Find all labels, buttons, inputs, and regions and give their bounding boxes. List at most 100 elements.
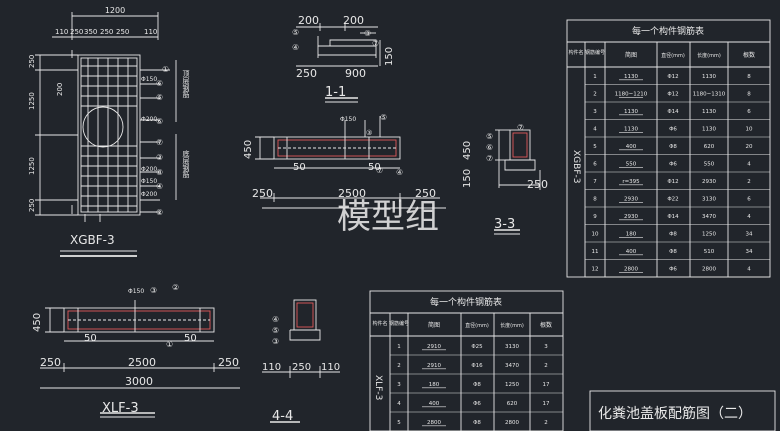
xgbf-side-label: 200 [56, 83, 64, 96]
table-bottom-row-len: 1250 [505, 382, 519, 388]
xgbf-tag-7: ④ [156, 182, 163, 191]
sec33-dim-0: 450 [462, 141, 473, 160]
section-4-4 [262, 299, 340, 423]
xgbf-tag-0: ① [162, 65, 169, 74]
xgbf-tag-3: ⑥ [156, 117, 163, 126]
xlf-note-3: ① [166, 340, 173, 349]
beam-note-1: ③ [366, 129, 372, 137]
xlf-side-dim: 450 [32, 313, 43, 332]
xlf-bottom-dim-1: 2500 [128, 356, 156, 369]
table-bottom-row-no: 1 [397, 344, 401, 350]
beam-bottom-dim-2: 250 [415, 187, 436, 200]
sec33-dim-1: 150 [462, 169, 473, 188]
sec44-dim-0: 110 [262, 362, 281, 373]
table-right-row-no: 5 [593, 144, 597, 150]
table-right-row-len: 3130 [702, 196, 716, 202]
table-right-component: XGBF-3 [571, 150, 581, 183]
table-right-row-dia: Φ14 [667, 109, 679, 115]
sec11-dim-top-0: 200 [298, 14, 319, 27]
sec33-title: 3-3 [494, 217, 515, 232]
table-bottom-row-no: 3 [397, 382, 401, 388]
table-right-row-count: 34 [746, 231, 753, 237]
table-right-row-dia: Φ8 [669, 231, 677, 237]
table-right-row-shape: r=395 [622, 179, 640, 185]
sec11-tag-0: ⑤ [292, 28, 299, 37]
beam-note-0: Φ150 [340, 116, 356, 123]
table-right-row-len: 550 [704, 161, 715, 167]
xgbf-note-0: Φ150 [141, 76, 157, 83]
table-right-row-count: 8 [747, 74, 751, 80]
beam-tag-1: ⑦ [376, 166, 383, 175]
table-bottom-h1: 钢筋编号 [389, 320, 409, 327]
table-right-row-len: 3470 [702, 214, 716, 220]
table-right-row-dia: Φ8 [669, 144, 677, 150]
table-right-row-shape: 2930 [624, 196, 638, 202]
table-right-row-shape: 1130 [624, 109, 638, 115]
table-right-h3: 直径(mm) [661, 52, 685, 59]
table-right-row-dia: Φ12 [667, 179, 678, 185]
beam-dim-left: 50 [293, 162, 306, 173]
xgbf-side-0: 250 [28, 55, 36, 68]
table-right-row-len: 1180~1310 [693, 91, 726, 97]
table-right-row-shape: 400 [626, 144, 637, 150]
watermark: 模型组 [337, 197, 439, 237]
table-right-row-shape: 1130 [624, 126, 638, 132]
beam-tag-0: ⑤ [380, 113, 387, 122]
table-right-row-len: 1250 [702, 231, 716, 237]
sec11-title: 1-1 [325, 85, 346, 100]
table-right-row-count: 4 [747, 214, 751, 220]
sec11-dim-top-1: 200 [343, 14, 364, 27]
table-right-row-len: 2930 [702, 179, 716, 185]
table-right-row-shape: 1130 [624, 74, 638, 80]
table-bottom-row-dia: Φ8 [473, 382, 481, 388]
table-bottom-row-count: 3 [544, 344, 548, 350]
table-right-row-dia: Φ6 [669, 266, 677, 272]
sec33-tag-1: ⑥ [486, 143, 493, 152]
beam-bottom-dim-1: 2500 [338, 187, 366, 200]
table-bottom-row-len: 620 [507, 401, 518, 407]
xlf-total: 3000 [125, 375, 153, 388]
table-bottom-row-shape: 2910 [427, 363, 441, 369]
table-right-row-no: 11 [592, 249, 599, 255]
table-bottom-row-count: 17 [543, 382, 550, 388]
table-right-h5: 根数 [743, 51, 755, 59]
table-right-row-shape: 2800 [624, 266, 638, 272]
beam-elevation [255, 116, 446, 209]
table-bottom-row-shape: 180 [429, 382, 440, 388]
xgbf-dim-0: 110 [55, 28, 68, 36]
table-right-h2: 简图 [625, 51, 637, 59]
sec33-dim-2: 250 [527, 178, 548, 191]
table-bottom-row-dia: Φ25 [471, 344, 483, 350]
sec11-dim-bottom-0: 250 [296, 67, 317, 80]
table-right-row-count: 4 [747, 266, 751, 272]
xgbf-dim-3: 250 [100, 28, 113, 36]
xlf-note-2: ② [172, 283, 179, 292]
table-right-row-shape: 1180~1210 [615, 91, 648, 97]
table-right-h1: 钢筋编号 [585, 49, 605, 56]
table-bottom-row-shape: 2910 [427, 344, 441, 350]
table-bottom-h5: 根数 [540, 321, 552, 329]
table-bottom-row-dia: Φ8 [473, 420, 481, 426]
table-bottom-row-no: 5 [397, 420, 401, 426]
xgbf-side-3: 250 [28, 199, 36, 212]
sec44-dim-2: 110 [321, 362, 340, 373]
table-right-row-count: 34 [746, 249, 753, 255]
xlf-title: XLF-3 [102, 401, 139, 416]
table-bottom-row-no: 4 [397, 401, 401, 407]
table-bottom-row-len: 3130 [505, 344, 519, 350]
table-right-row-no: 10 [592, 231, 599, 237]
beam-dim-right: 50 [368, 162, 381, 173]
section-3-3 [494, 129, 541, 235]
table-bottom-h2: 简图 [428, 321, 440, 329]
sec44-tag-1: ⑤ [272, 326, 279, 335]
opening-circle [82, 106, 124, 148]
beam-dim-side: 450 [243, 140, 254, 159]
xgbf-side-2: 1250 [28, 157, 36, 175]
table-bottom-row-shape: 2800 [427, 420, 441, 426]
sec11-tag-1: ④ [292, 43, 299, 52]
table-right-h4: 长度(mm) [697, 52, 721, 59]
xgbf-dim-2: 350 [84, 28, 97, 36]
